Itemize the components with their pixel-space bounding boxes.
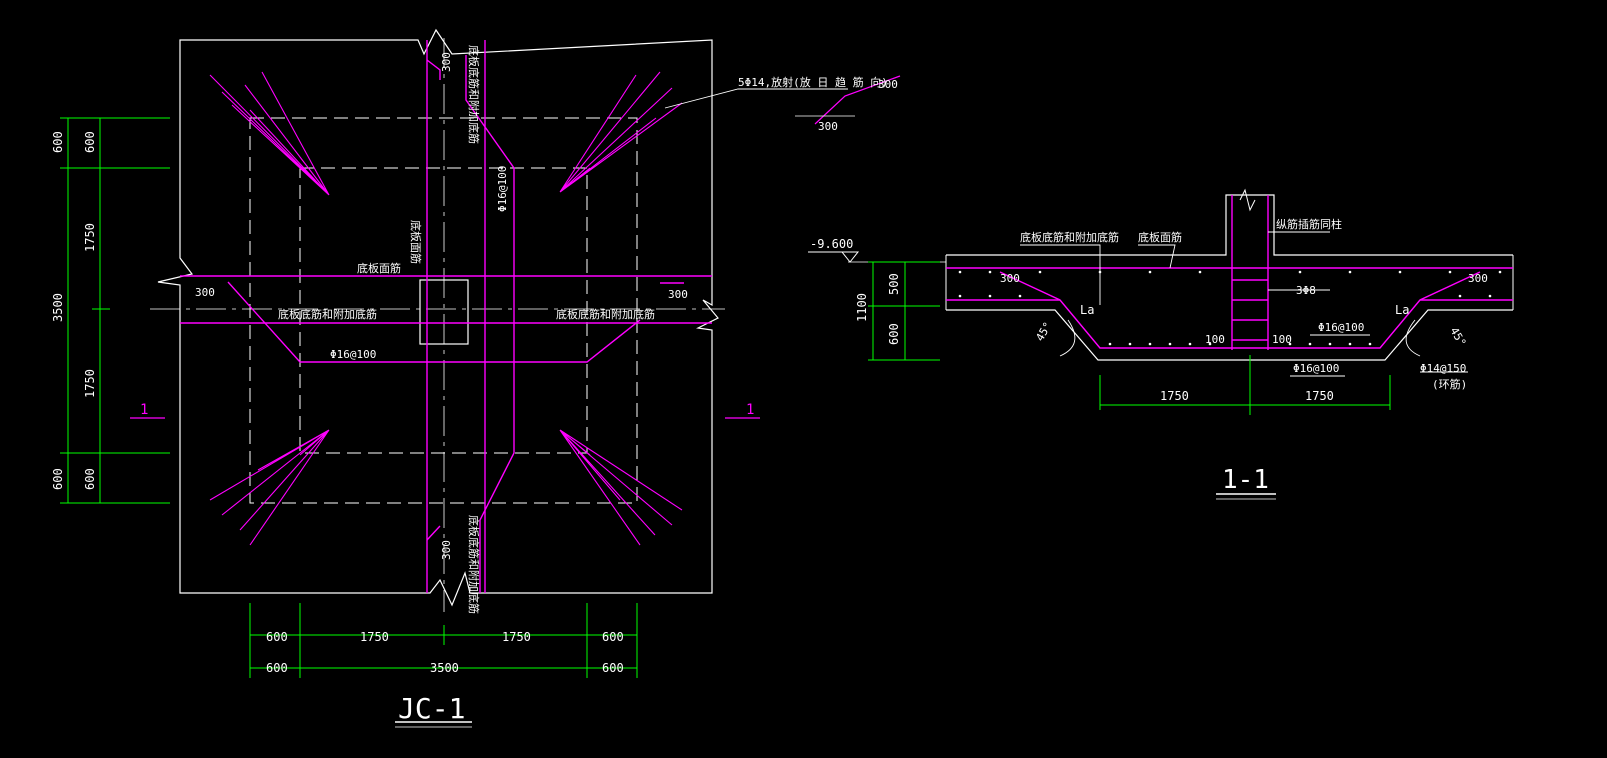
section-mark-right: 1 xyxy=(746,402,754,418)
plan-view xyxy=(60,28,901,728)
top-rebar-vertical-label: 底板面筋 xyxy=(409,220,423,264)
section-top-rebar-label: 底板面筋 xyxy=(1138,230,1182,244)
section-rebar-dots xyxy=(958,270,1502,346)
bottom-add-vertical-top: 底板底筋和附加底筋 xyxy=(467,45,481,144)
note-300-bottom: 300 xyxy=(440,540,453,560)
la-right: La xyxy=(1395,303,1409,317)
c300-right: 300 xyxy=(1468,272,1488,285)
section-bottom-add-label: 底板底筋和附加底筋 xyxy=(1020,230,1119,244)
dim-left-outer-1: 600 xyxy=(51,131,65,153)
plan-dashed-outer xyxy=(249,117,638,504)
section-mark-left: 1 xyxy=(140,402,148,418)
c100-right: 100 xyxy=(1272,333,1292,346)
dim-left-inner-3: 1750 xyxy=(83,369,97,398)
dim-500: 500 xyxy=(887,273,901,295)
spacing-bottom-label: Φ16@100 xyxy=(1293,362,1339,375)
bottom-add-left-label: 底板底筋和附加底筋 xyxy=(278,307,377,321)
dim-left-outer-3: 600 xyxy=(51,468,65,490)
dim-bottom-lower-3: 600 xyxy=(602,661,624,675)
plan-radial-fans xyxy=(209,71,683,546)
elevation-label: -9.600 xyxy=(810,237,853,251)
plan-title: JC-1 xyxy=(398,692,465,725)
note-300-a: 300 xyxy=(878,78,898,91)
la-left: La xyxy=(1080,303,1094,317)
plan-rebar-vertical xyxy=(426,40,515,593)
elevation-marker xyxy=(808,251,860,263)
dim-left-inner-2: 1750 xyxy=(83,223,97,252)
angle-right: 45° xyxy=(1447,325,1468,349)
note-300-top: 300 xyxy=(440,52,453,72)
spacing-top-label: Φ16@100 xyxy=(1318,321,1364,334)
radial-note: 5Φ14,放射(放 日 趋 筋 向) xyxy=(738,75,888,89)
top-rebar-label: 底板面筋 xyxy=(357,261,401,275)
plan-outline xyxy=(157,28,719,607)
c300-left: 300 xyxy=(1000,272,1020,285)
dim-600: 600 xyxy=(887,323,901,345)
dim-bottom-upper-3: 1750 xyxy=(502,630,531,644)
plan-dimensions xyxy=(60,117,638,678)
bottom-add-vertical-bottom: 底板底筋和附加底筋 xyxy=(467,515,481,614)
ring-note: (环筋) xyxy=(1432,377,1467,391)
angle-left: 45° xyxy=(1033,320,1054,344)
plan-dashed-inner xyxy=(299,167,588,454)
note-300-b: 300 xyxy=(818,120,838,133)
c100-left: 100 xyxy=(1205,333,1225,346)
ring-label: Φ14@150 xyxy=(1420,362,1466,375)
radial-note-leader xyxy=(664,88,848,109)
plan-rebar-horizontal xyxy=(180,275,712,363)
dim-bottom-upper-1: 600 xyxy=(266,630,288,644)
plan-dim-text: 600 3500 600 600 1750 1750 600 600 1750 … xyxy=(51,131,624,675)
angle-arc-right xyxy=(1405,319,1421,357)
note-300-right: 300 xyxy=(668,288,688,301)
spacing-vertical: Φ16@100 xyxy=(496,166,509,212)
section-title: 1-1 xyxy=(1222,465,1269,495)
dim-left-outer-2: 3500 xyxy=(51,293,65,322)
bottom-add-right-label: 底板底筋和附加底筋 xyxy=(556,307,655,321)
stirrup-label: 3Φ8 xyxy=(1296,284,1316,297)
note-300-left: 300 xyxy=(195,286,215,299)
dim-bottom-upper-2: 1750 xyxy=(360,630,389,644)
column-rebar-label: 纵筋插筋同柱 xyxy=(1276,217,1342,231)
dim-1100: 1100 xyxy=(855,293,869,322)
section-outline xyxy=(946,194,1513,361)
plan-text: 5Φ14,放射(放 日 趋 筋 向) 300 300 底板面筋 底板底筋和附加底… xyxy=(140,45,898,725)
section-text: -9.600 底板底筋和附加底筋 底板面筋 纵筋插筋同柱 3Φ8 Φ16@100… xyxy=(810,217,1488,495)
dim-1750-right: 1750 xyxy=(1305,389,1334,403)
dim-left-inner-1: 600 xyxy=(83,131,97,153)
dim-bottom-upper-4: 600 xyxy=(602,630,624,644)
angle-arc-left xyxy=(1059,319,1076,357)
section-view xyxy=(808,188,1514,500)
section-dimensions xyxy=(868,261,1391,415)
section-leaders xyxy=(1020,231,1468,377)
dim-bottom-lower-1: 600 xyxy=(266,661,288,675)
dim-1750-left: 1750 xyxy=(1160,389,1189,403)
spacing-horizontal: Φ16@100 xyxy=(330,348,376,361)
dim-bottom-lower-2: 3500 xyxy=(430,661,459,675)
section-rebar xyxy=(946,195,1513,350)
dim-left-inner-4: 600 xyxy=(83,468,97,490)
radial-bar-detail xyxy=(814,75,901,125)
section-dim-text: 1100 500 600 1750 1750 xyxy=(855,273,1334,403)
